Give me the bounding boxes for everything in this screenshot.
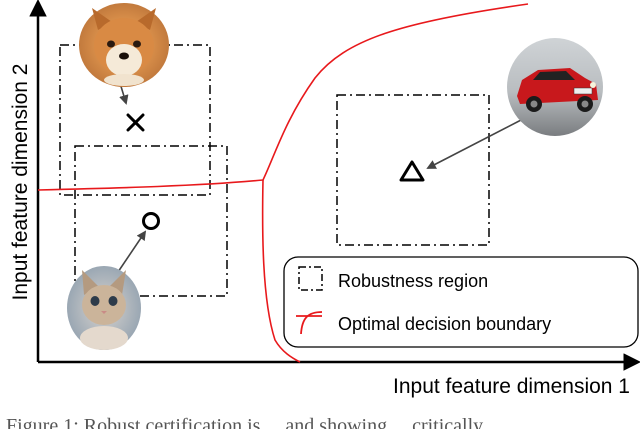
- red-curve-icon: [300, 311, 323, 335]
- figure-caption: Figure 1: Robust certification is ... an…: [0, 412, 640, 429]
- car-photo: [507, 38, 603, 136]
- triangle-icon: [399, 160, 425, 182]
- x-axis-label: Input feature dimension 1: [393, 375, 630, 398]
- y-axis-label: Input feature dimension 2: [9, 64, 32, 301]
- robustness-region-dog: [59, 44, 211, 196]
- legend-label-boundary: Optimal decision boundary: [338, 314, 551, 334]
- robustness-region-car: [336, 94, 490, 246]
- cross-icon: [126, 113, 145, 132]
- dog-photo: [79, 3, 169, 87]
- legend-box: [283, 256, 639, 348]
- legend: Robustness region Optimal decision bound…: [283, 256, 639, 348]
- caption-text: Figure 1: Robust certification is ... an…: [6, 415, 484, 429]
- cat-arrow: [117, 230, 147, 273]
- circle-icon: [142, 212, 160, 230]
- dash-dot-square-icon: [298, 266, 323, 291]
- decision-boundary-curve: [37, 3, 529, 191]
- car-arrow: [426, 118, 524, 169]
- decision-boundary-branch: [261, 179, 301, 363]
- legend-label-robustness: Robustness region: [338, 271, 488, 291]
- robustness-region-cat: [74, 145, 228, 297]
- cat-photo: [67, 266, 141, 350]
